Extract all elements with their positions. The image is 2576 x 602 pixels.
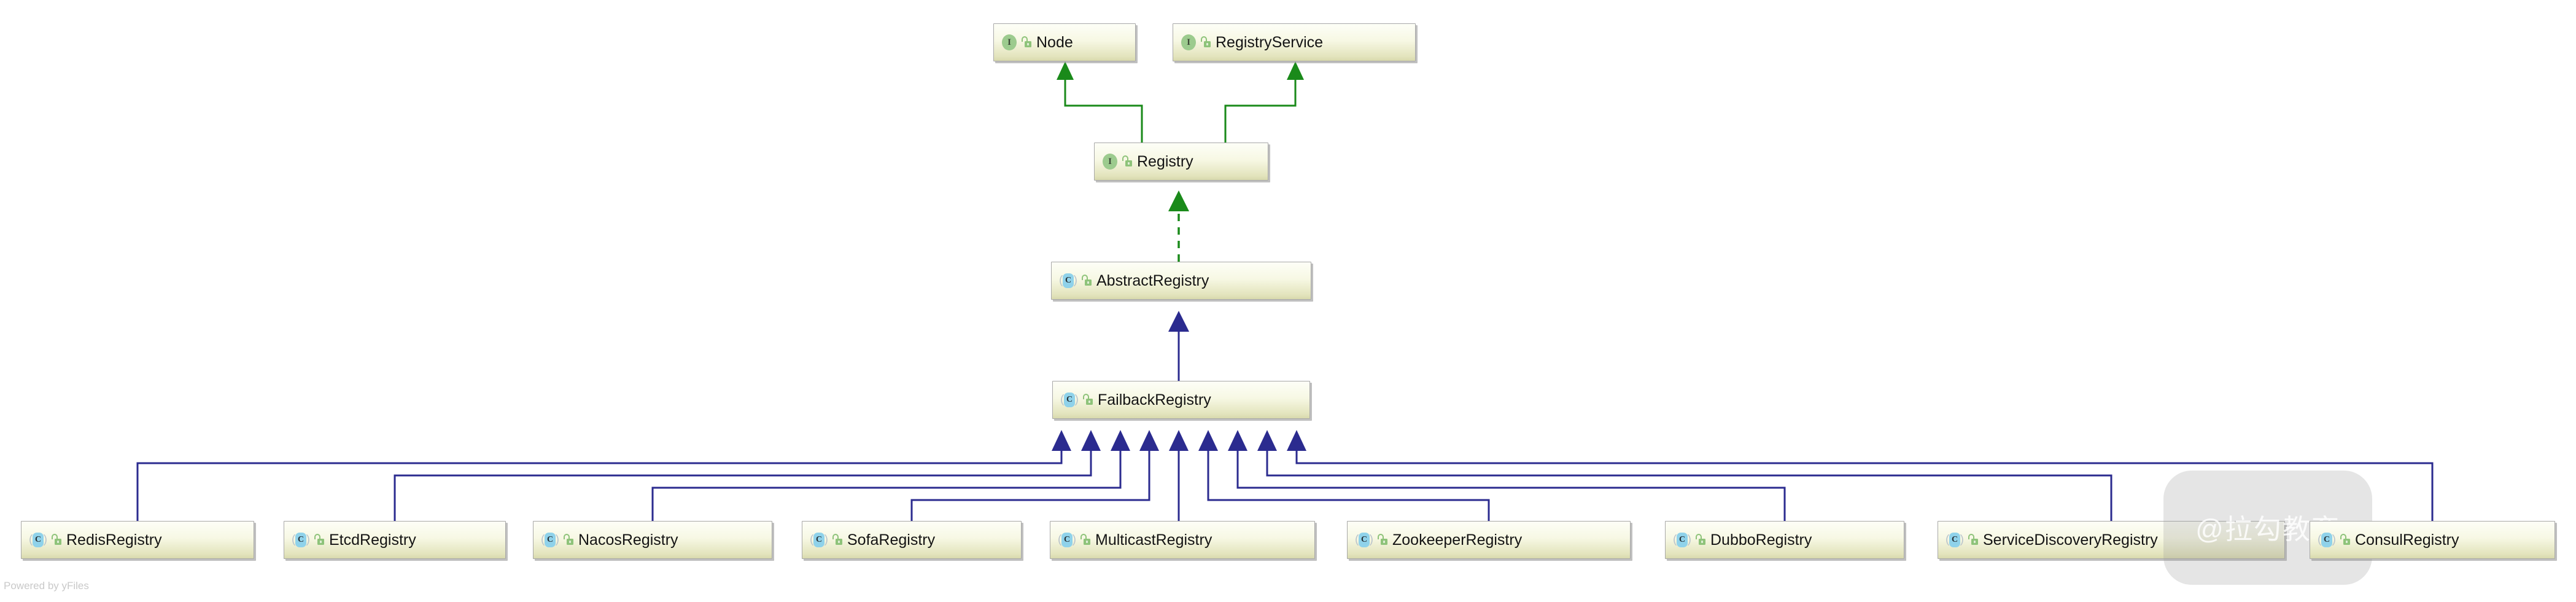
- uml-node-zookeeperregistry[interactable]: (C) ZookeeperRegistry: [1347, 521, 1631, 559]
- edge-dubboregistry-to-failbackregistry: [1228, 430, 1786, 521]
- node-badges: I: [1001, 33, 1036, 52]
- uml-node-servicediscoveryregistry[interactable]: (C) ServiceDiscoveryRegistry: [1938, 521, 2285, 559]
- public-open-lock-icon: [563, 534, 574, 546]
- edge-sofaregistry-to-failbackregistry: [910, 430, 1159, 521]
- edge-zookeeperregistry-to-failbackregistry: [1198, 430, 1490, 521]
- node-badges: (C): [1946, 531, 1983, 549]
- interface-icon: I: [1001, 33, 1017, 52]
- edge-nacosregistry-to-failbackregistry: [651, 430, 1130, 521]
- public-open-lock-icon: [2340, 534, 2351, 546]
- public-open-lock-icon: [1021, 36, 1032, 49]
- uml-node-label: MulticastRegistry: [1095, 531, 1212, 549]
- node-badges: I: [1181, 33, 1216, 52]
- node-badges: (C): [541, 531, 578, 549]
- uml-node-node[interactable]: I Node: [993, 23, 1136, 61]
- uml-node-registry[interactable]: I Registry: [1094, 143, 1268, 181]
- uml-node-label: Node: [1036, 33, 1073, 51]
- edge-etcdregistry-to-failbackregistry: [394, 430, 1101, 521]
- node-badges: (C): [1060, 391, 1098, 409]
- public-open-lock-icon: [314, 534, 325, 546]
- uml-node-label: ZookeeperRegistry: [1392, 531, 1523, 549]
- node-badges: (C): [1059, 272, 1096, 290]
- class-icon: (C): [1946, 533, 1964, 547]
- edge-consulregistry-to-failbackregistry: [1287, 430, 2434, 521]
- edge-abstractregistry-to-registry: [1168, 190, 1189, 262]
- uml-node-label: RegistryService: [1216, 33, 1324, 51]
- public-open-lock-icon: [1968, 534, 1979, 546]
- node-badges: (C): [2318, 531, 2355, 549]
- edge-redisregistry-to-failbackregistry: [136, 430, 1071, 521]
- public-open-lock-icon: [51, 534, 62, 546]
- public-open-lock-icon: [1080, 534, 1091, 546]
- public-open-lock-icon: [1377, 534, 1388, 546]
- class-icon: (C): [541, 533, 559, 547]
- public-open-lock-icon: [1122, 155, 1133, 168]
- yfiles-credit: Powered by yFiles: [4, 580, 89, 592]
- uml-node-label: RedisRegistry: [66, 531, 162, 549]
- edge-multicastregistry-to-failbackregistry: [1169, 430, 1189, 521]
- class-icon: (C): [2318, 533, 2336, 547]
- public-open-lock-icon: [1081, 275, 1092, 287]
- uml-node-dubboregistry[interactable]: (C) DubboRegistry: [1665, 521, 1904, 559]
- public-open-lock-icon: [1695, 534, 1706, 546]
- uml-node-label: NacosRegistry: [578, 531, 678, 549]
- uml-node-consulregistry[interactable]: (C) ConsulRegistry: [2310, 521, 2555, 559]
- uml-node-label: SofaRegistry: [847, 531, 936, 549]
- uml-node-label: FailbackRegistry: [1098, 391, 1211, 408]
- edge-failbackregistry-to-abstractregistry: [1168, 311, 1189, 381]
- uml-node-label: ConsulRegistry: [2355, 531, 2459, 549]
- uml-node-nacosregistry[interactable]: (C) NacosRegistry: [533, 521, 772, 559]
- node-badges: (C): [1673, 531, 1710, 549]
- edge-servicediscoveryregistry-to-failbackregistry: [1257, 430, 2112, 521]
- uml-node-sofaregistry[interactable]: (C) SofaRegistry: [802, 521, 1022, 559]
- class-icon: (C): [1060, 393, 1079, 407]
- uml-node-label: DubboRegistry: [1710, 531, 1812, 549]
- public-open-lock-icon: [1082, 394, 1093, 406]
- node-badges: (C): [1355, 531, 1392, 549]
- node-badges: (C): [292, 531, 329, 549]
- class-icon: (C): [810, 533, 828, 547]
- uml-node-label: AbstractRegistry: [1096, 272, 1209, 289]
- uml-node-label: Registry: [1137, 152, 1193, 170]
- node-badges: (C): [29, 531, 66, 549]
- uml-node-label: EtcdRegistry: [329, 531, 416, 549]
- public-open-lock-icon: [832, 534, 843, 546]
- interface-icon: I: [1102, 152, 1118, 171]
- node-badges: I: [1102, 152, 1137, 171]
- uml-node-registryservice[interactable]: I RegistryService: [1173, 23, 1416, 61]
- uml-node-label: ServiceDiscoveryRegistry: [1983, 531, 2158, 549]
- edge-registry-to-registryservice: [1224, 61, 1304, 143]
- class-icon: (C): [292, 533, 310, 547]
- uml-node-failbackregistry[interactable]: (C) FailbackRegistry: [1052, 381, 1310, 419]
- edge-registry-to-node: [1057, 61, 1143, 143]
- node-badges: (C): [1058, 531, 1095, 549]
- interface-icon: I: [1181, 33, 1197, 52]
- node-badges: (C): [810, 531, 847, 549]
- uml-node-redisregistry[interactable]: (C) RedisRegistry: [21, 521, 254, 559]
- uml-node-etcdregistry[interactable]: (C) EtcdRegistry: [284, 521, 506, 559]
- uml-node-multicastregistry[interactable]: (C) MulticastRegistry: [1050, 521, 1315, 559]
- class-icon: (C): [1355, 533, 1373, 547]
- class-icon: (C): [1058, 533, 1076, 547]
- class-icon: (C): [1673, 533, 1691, 547]
- class-icon: (C): [1059, 273, 1077, 288]
- public-open-lock-icon: [1200, 36, 1211, 49]
- class-icon: (C): [29, 533, 47, 547]
- uml-node-abstractregistry[interactable]: (C) AbstractRegistry: [1051, 262, 1311, 300]
